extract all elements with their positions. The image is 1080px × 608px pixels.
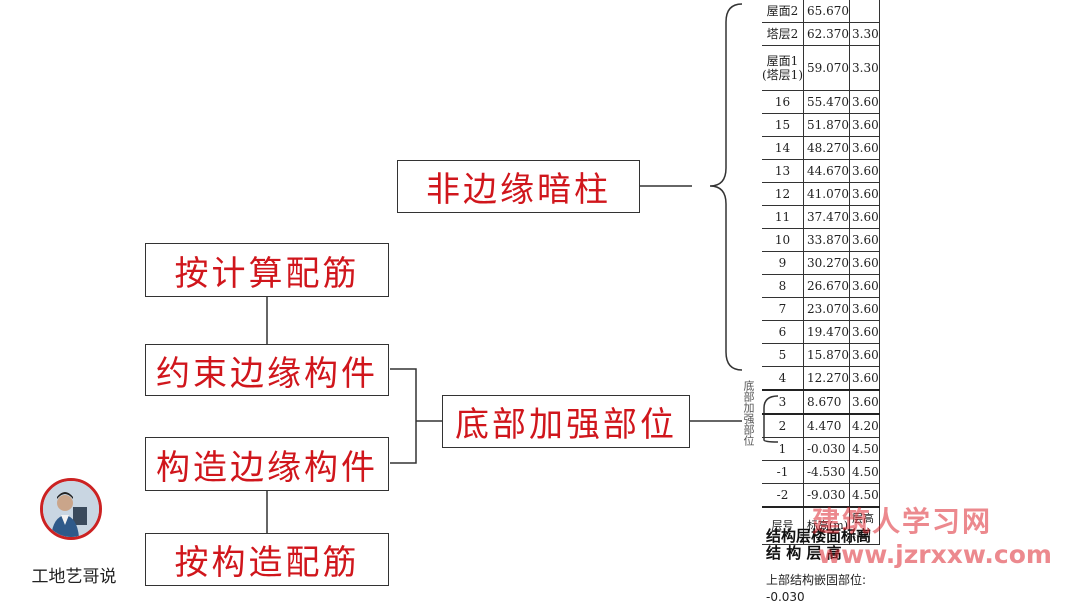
- table-cell-elev: 33.870: [804, 229, 850, 252]
- by-calculation-box: 按计算配筋: [145, 243, 389, 297]
- table-cell-elev: 30.270: [804, 252, 850, 275]
- table-cell-h: 3.30: [850, 46, 880, 91]
- table-cell-h: 3.30: [850, 23, 880, 46]
- connector-bracket: [390, 369, 416, 463]
- table-cell-floor: 4: [762, 367, 804, 391]
- watermark-title: 建筑人学习网: [812, 500, 992, 540]
- table-cell-floor: 1: [762, 438, 804, 461]
- table-cell-elev: 8.670: [804, 390, 850, 414]
- table-cell-floor: 15: [762, 114, 804, 137]
- table-cell-h: 3.60: [850, 367, 880, 391]
- by-construction-box: 按构造配筋: [145, 533, 389, 586]
- table-cell-elev: 26.670: [804, 275, 850, 298]
- table-cell-h: 3.60: [850, 137, 880, 160]
- table-cell-h: 4.50: [850, 438, 880, 461]
- table-cell-h: 3.60: [850, 298, 880, 321]
- bottom-strengthen-box: 底部加强部位: [442, 395, 690, 448]
- constrained-edge-box: 约束边缘构件: [145, 344, 389, 396]
- constructional-edge-box: 构造边缘构件: [145, 437, 389, 491]
- author-avatar: [40, 478, 102, 540]
- table-cell-h: 3.60: [850, 390, 880, 414]
- table-cell-floor: 12: [762, 183, 804, 206]
- table-cell-elev: 62.370: [804, 23, 850, 46]
- table-cell-h: [850, 0, 880, 23]
- table-cell-floor: 塔层2: [762, 23, 804, 46]
- upper-floors-brace: [710, 4, 742, 370]
- table-cell-elev: 19.470: [804, 321, 850, 344]
- table-cell-elev: 37.470: [804, 206, 850, 229]
- table-cell-elev: 15.870: [804, 344, 850, 367]
- table-cell-elev: 59.070: [804, 46, 850, 91]
- table-cell-elev: 23.070: [804, 298, 850, 321]
- table-cell-h: 3.60: [850, 160, 880, 183]
- table-cell-h: 3.60: [850, 321, 880, 344]
- table-cell-elev: 65.670: [804, 0, 850, 23]
- table-row: -1-4.5304.50: [762, 461, 879, 484]
- table-cell-h: 3.60: [850, 344, 880, 367]
- table-cell-floor: 2: [762, 414, 804, 438]
- table-cell-elev: -4.530: [804, 461, 850, 484]
- author-name: 工地艺哥说: [18, 562, 130, 587]
- table-cell-elev: 51.870: [804, 114, 850, 137]
- table-cell-floor: 16: [762, 91, 804, 114]
- table-cell-h: 3.60: [850, 114, 880, 137]
- table-cell-elev: 44.670: [804, 160, 850, 183]
- table-cell-h: 3.60: [850, 252, 880, 275]
- table-cell-elev: 4.470: [804, 414, 850, 438]
- footnote-line1: 上部结构嵌固部位:: [766, 572, 866, 589]
- table-cell-floor: 11: [762, 206, 804, 229]
- watermark-url: www.jzrxxw.com: [818, 540, 1052, 569]
- table-footnote: 上部结构嵌固部位: -0.030: [766, 572, 866, 606]
- table-cell-h: 3.60: [850, 229, 880, 252]
- table-cell-elev: 12.270: [804, 367, 850, 391]
- table-side-label: 底部加强部位: [738, 380, 754, 446]
- table-cell-h: 3.60: [850, 183, 880, 206]
- table-cell-h: 3.60: [850, 91, 880, 114]
- table-cell-floor: 14: [762, 137, 804, 160]
- table-cell-h: 4.50: [850, 461, 880, 484]
- table-cell-elev: 48.270: [804, 137, 850, 160]
- table-cell-floor: 7: [762, 298, 804, 321]
- table-cell-floor: 屋面1(塔层1): [762, 46, 804, 91]
- table-cell-floor: 8: [762, 275, 804, 298]
- footnote-line2: -0.030: [766, 589, 866, 606]
- table-cell-floor: -2: [762, 484, 804, 508]
- table-cell-floor: 5: [762, 344, 804, 367]
- table-cell-floor: 9: [762, 252, 804, 275]
- table-cell-elev: 41.070: [804, 183, 850, 206]
- table-cell-floor: 6: [762, 321, 804, 344]
- non-edge-column-box: 非边缘暗柱: [397, 160, 640, 213]
- table-cell-h: 4.20: [850, 414, 880, 438]
- table-cell-h: 3.60: [850, 206, 880, 229]
- table-cell-floor: 3: [762, 390, 804, 414]
- table-cell-floor: 13: [762, 160, 804, 183]
- table-cell-floor: 10: [762, 229, 804, 252]
- person-icon: [43, 481, 99, 537]
- table-cell-elev: 55.470: [804, 91, 850, 114]
- table-cell-floor: 屋面2: [762, 0, 804, 23]
- table-cell-elev: -0.030: [804, 438, 850, 461]
- table-cell-h: 3.60: [850, 275, 880, 298]
- table-cell-floor: -1: [762, 461, 804, 484]
